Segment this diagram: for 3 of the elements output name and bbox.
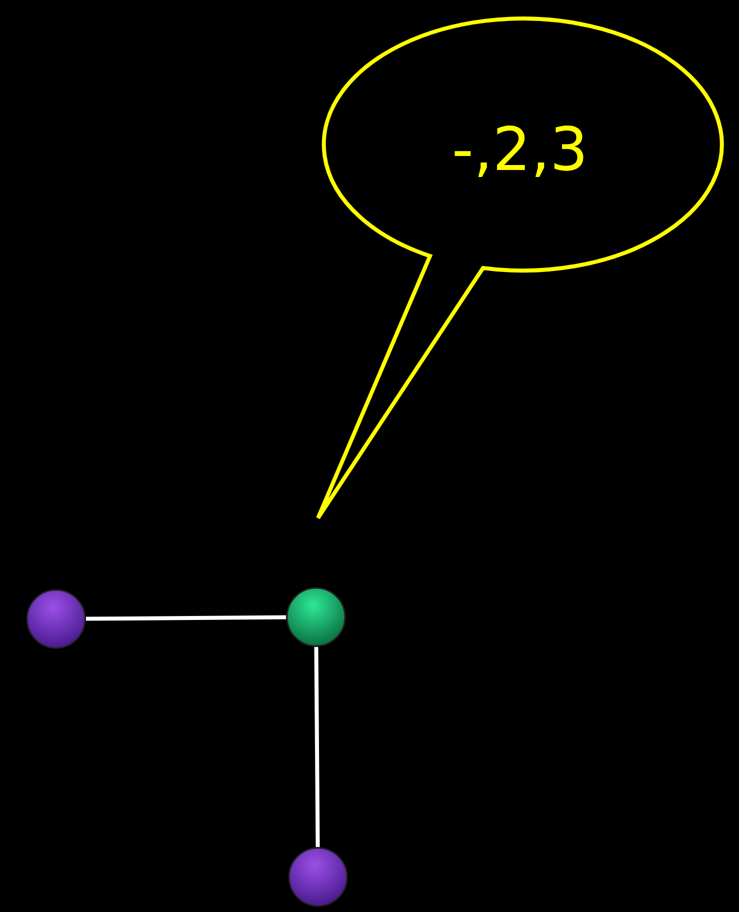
connector-line xyxy=(314,646,320,848)
bubble-text: -,2,3 xyxy=(452,120,588,180)
connector-line xyxy=(86,615,286,621)
